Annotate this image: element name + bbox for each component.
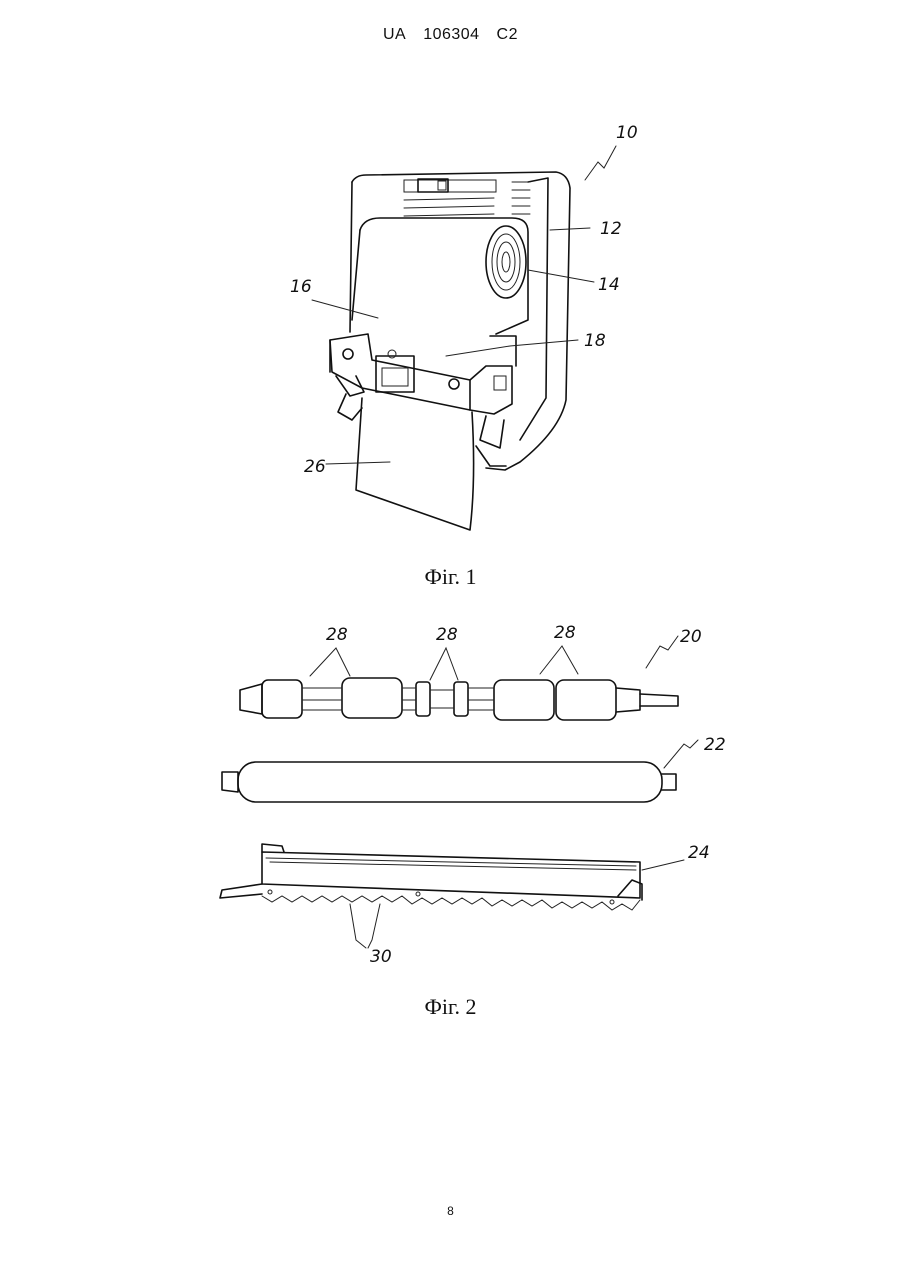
cutting-blade [220, 844, 642, 910]
ref-30: 30 [370, 947, 392, 967]
ref-28-middle: 28 [436, 625, 458, 645]
ref-24: 24 [688, 843, 710, 863]
page-number: 8 [0, 1204, 901, 1218]
drive-shaft [240, 678, 678, 720]
figure-2-drawing: 28 28 28 20 22 24 30 [0, 0, 901, 1000]
figure-2-caption: Фiг. 2 [0, 994, 901, 1020]
roller [222, 762, 676, 802]
ref-20: 20 [680, 627, 702, 647]
ref-28-left: 28 [326, 625, 348, 645]
ref-22: 22 [704, 735, 726, 755]
ref-28-right: 28 [554, 623, 576, 643]
